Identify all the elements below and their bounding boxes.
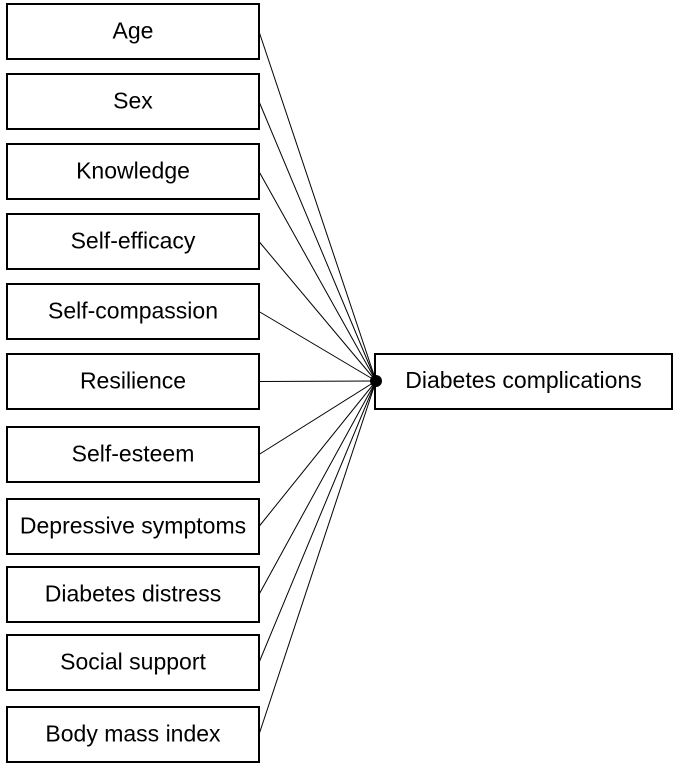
outcome-box — [374, 353, 673, 410]
predictor-label: Knowledge — [76, 158, 190, 184]
predictor-node: Knowledge — [6, 143, 260, 200]
predictor-label: Social support — [60, 649, 206, 675]
predictor-node: Resilience — [6, 353, 260, 410]
predictor-node: Diabetes distress — [6, 566, 260, 623]
predictor-label: Body mass index — [45, 721, 221, 747]
connector-lines — [258, 31, 377, 735]
connector-line — [258, 380, 377, 382]
predictor-box — [6, 3, 260, 60]
connector-line — [258, 380, 377, 527]
connector-line — [258, 380, 377, 595]
predictor-box — [6, 143, 260, 200]
predictor-label: Sex — [113, 88, 153, 114]
predictor-node: Self-esteem — [6, 426, 260, 483]
predictor-node: Self-efficacy — [6, 213, 260, 270]
predictor-label: Self-compassion — [48, 298, 218, 324]
outcome-node: Diabetes complications — [374, 353, 673, 410]
predictor-node: Body mass index — [6, 706, 260, 763]
predictor-label: Age — [113, 18, 154, 44]
predictor-box — [6, 426, 260, 483]
connector-line — [258, 31, 377, 382]
predictor-box — [6, 283, 260, 340]
predictor-box — [6, 498, 260, 555]
connector-line — [258, 101, 377, 382]
predictor-boxes: AgeSexKnowledgeSelf-efficacySelf-compass… — [6, 3, 260, 763]
predictor-node: Self-compassion — [6, 283, 260, 340]
predictor-box — [6, 73, 260, 130]
predictor-box — [6, 706, 260, 763]
predictor-node: Depressive symptoms — [6, 498, 260, 555]
predictor-label: Self-efficacy — [71, 228, 196, 254]
predictor-node: Sex — [6, 73, 260, 130]
connector-line — [258, 380, 377, 663]
connector-line — [258, 380, 377, 455]
predictor-label: Diabetes distress — [45, 581, 221, 607]
predictor-box — [6, 353, 260, 410]
predictor-box — [6, 213, 260, 270]
connector-line — [258, 241, 377, 382]
predictor-box — [6, 634, 260, 691]
convergence-point-icon — [370, 375, 382, 387]
outcome-label: Diabetes complications — [405, 367, 642, 393]
predictor-node: Social support — [6, 634, 260, 691]
predictor-label: Resilience — [80, 368, 186, 394]
connector-line — [258, 171, 377, 382]
connector-line — [258, 311, 377, 382]
predictor-label: Self-esteem — [72, 441, 195, 467]
predictor-box — [6, 566, 260, 623]
predictor-node: Age — [6, 3, 260, 60]
connector-line — [258, 380, 377, 735]
predictor-label: Depressive symptoms — [20, 513, 246, 539]
